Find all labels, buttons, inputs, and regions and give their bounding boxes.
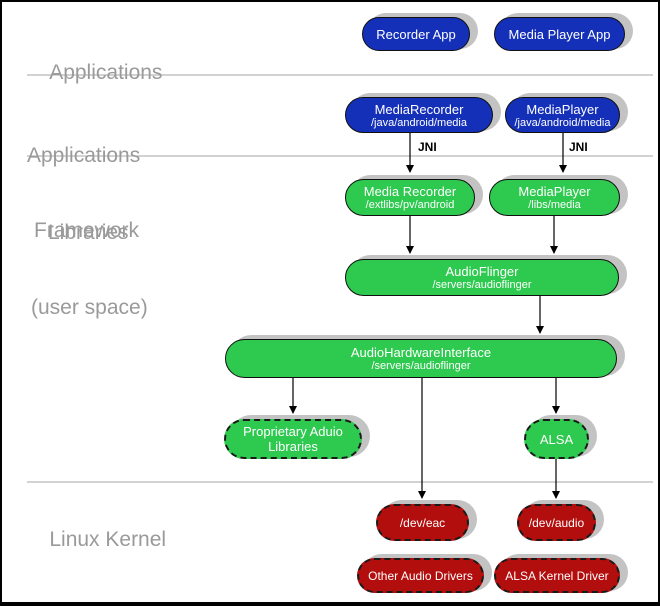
node-media-recorder-lib-path: /extlibs/pv/android: [365, 199, 455, 211]
layer-label-libraries-line1: Libraries: [48, 221, 129, 244]
node-media-player-app: Media Player App: [494, 17, 625, 51]
node-dev-eac-title: /dev/eac: [399, 515, 446, 530]
layer-label-framework-line1: Applications: [27, 144, 141, 167]
node-mediaplayer-framework-path: /java/android/media: [514, 116, 611, 129]
node-mediarecorder-framework: MediaRecorder /java/android/media: [345, 97, 493, 133]
node-proprietary-audio-libraries-line2: Libraries: [268, 439, 318, 454]
node-recorder-app-title: Recorder App: [376, 26, 456, 42]
node-audioflinger-title: AudioFlinger: [445, 264, 519, 279]
node-mediaplayer-framework: MediaPlayer /java/android/media: [505, 97, 620, 133]
node-audioflinger-path: /servers/audioflinger: [432, 279, 532, 291]
jni-label-right: JNI: [569, 140, 588, 154]
node-other-audio-drivers-title: Other Audio Drivers: [368, 568, 473, 583]
node-alsa-title: ALSA: [539, 431, 574, 447]
node-audioflinger: AudioFlinger /servers/audioflinger: [345, 259, 619, 296]
node-proprietary-audio-libraries-line1: Proprietary Aduio: [243, 424, 343, 439]
node-mediaplayer-lib-path: /libs/media: [528, 199, 581, 211]
layer-label-applications: Applications: [27, 35, 162, 110]
node-media-player-app-title: Media Player App: [508, 26, 611, 42]
node-mediaplayer-framework-title: MediaPlayer: [526, 101, 599, 117]
node-mediaplayer-lib: MediaPlayer /libs/media: [489, 179, 620, 216]
node-alsa-kernel-driver: ALSA Kernel Driver: [494, 558, 620, 593]
node-alsa-kernel-driver-title: ALSA Kernel Driver: [505, 568, 609, 583]
jni-label-left: JNI: [418, 140, 437, 154]
node-dev-audio-title: /dev/audio: [528, 515, 585, 530]
node-other-audio-drivers: Other Audio Drivers: [357, 558, 484, 593]
node-recorder-app: Recorder App: [362, 17, 470, 51]
node-audio-hardware-interface-title: AudioHardwareInterface: [350, 345, 492, 360]
layer-label-linux-kernel-text: Linux Kernel: [49, 528, 167, 551]
layer-label-framework-line2: Framework: [34, 219, 140, 242]
layer-label-libraries-line2: (user space): [31, 296, 148, 319]
layer-label-applications-text: Applications: [49, 61, 163, 84]
layer-label-libraries: Libraries (user space): [31, 170, 148, 370]
layer-label-applications-framework: Applications Framework: [27, 93, 140, 293]
node-mediarecorder-framework-path: /java/android/media: [370, 116, 467, 129]
node-mediarecorder-framework-title: MediaRecorder: [374, 101, 464, 117]
node-dev-audio: /dev/audio: [517, 504, 596, 541]
node-audio-hardware-interface: AudioHardwareInterface /servers/audiofli…: [225, 339, 617, 378]
node-proprietary-audio-libraries: Proprietary Aduio Libraries: [224, 419, 362, 459]
node-mediaplayer-lib-title: MediaPlayer: [518, 184, 591, 199]
node-media-recorder-lib: Media Recorder /extlibs/pv/android: [345, 179, 475, 216]
node-audio-hardware-interface-path: /servers/audioflinger: [371, 360, 471, 372]
node-alsa: ALSA: [524, 419, 589, 459]
node-media-recorder-lib-title: Media Recorder: [363, 184, 457, 199]
layer-label-linux-kernel: Linux Kernel: [26, 502, 166, 577]
node-dev-eac: /dev/eac: [376, 504, 469, 541]
